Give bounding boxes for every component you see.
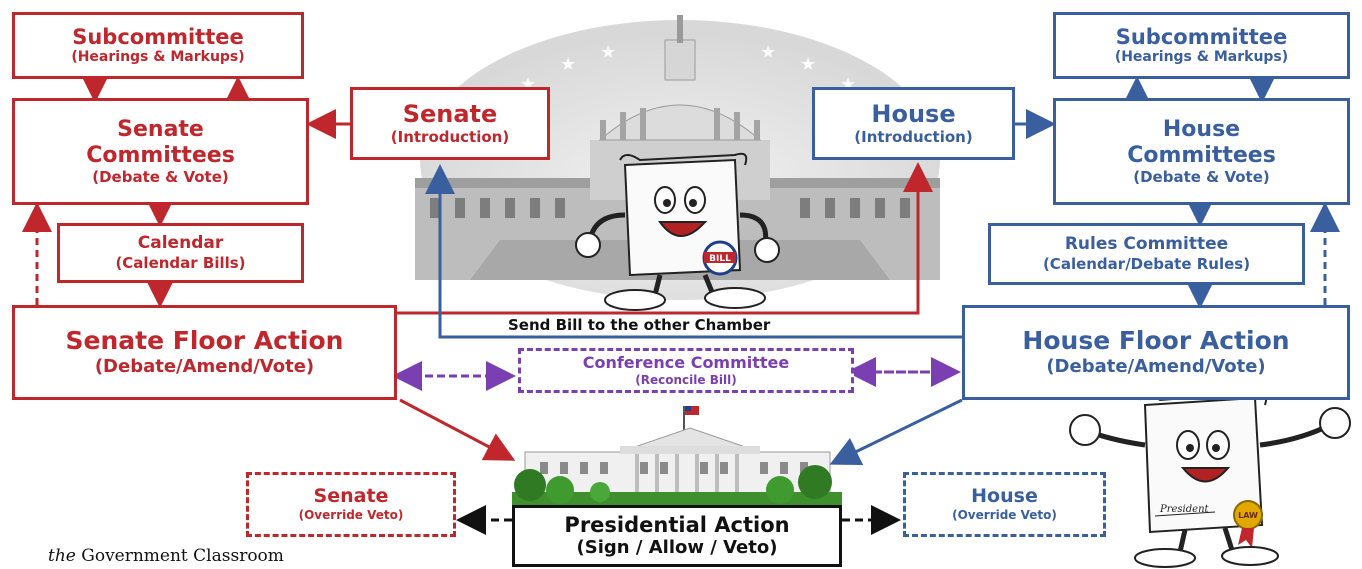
house-override-sub: (Override Veto): [952, 508, 1057, 523]
senate-committees-sub: (Debate & Vote): [92, 167, 229, 186]
senate-introduction-title: Senate: [402, 99, 498, 128]
house-floor-action-box: House Floor Action (Debate/Amend/Vote): [962, 305, 1350, 400]
house-committees-box: House Committees (Debate & Vote): [1053, 98, 1350, 205]
house-committees-line1: House: [1162, 117, 1241, 143]
logo-name: Government Classroom: [81, 546, 284, 566]
svg-text:★: ★: [560, 54, 576, 75]
senate-override-box: Senate (Override Veto): [246, 472, 456, 537]
house-introduction-title: House: [871, 99, 956, 128]
house-introduction-sub: (Introduction): [854, 128, 973, 147]
presidential-sub: (Sign / Allow / Veto): [576, 537, 778, 559]
bill-badge-text: BILL: [709, 254, 731, 264]
conference-title: Conference Committee: [582, 353, 790, 373]
house-introduction-box: House (Introduction): [812, 87, 1015, 160]
presidential-action-box: Presidential Action (Sign / Allow / Veto…: [512, 505, 842, 567]
senate-introduction-sub: (Introduction): [390, 128, 510, 147]
senate-calendar-sub: (Calendar Bills): [115, 253, 246, 272]
house-rules-committee-box: Rules Committee (Calendar/Debate Rules): [988, 223, 1305, 285]
white-house-illustration: [512, 406, 842, 508]
law-signature: President: [1159, 504, 1210, 515]
house-floor-sub: (Debate/Amend/Vote): [1046, 356, 1266, 378]
house-subcommittee-sub: (Hearings & Markups): [1114, 49, 1289, 66]
svg-text:★: ★: [600, 42, 616, 63]
conference-arrows: [392, 357, 961, 391]
house-floor-title: House Floor Action: [1022, 326, 1290, 356]
house-override-box: House (Override Veto): [903, 472, 1106, 537]
senate-committees-box: Senate Committees (Debate & Vote): [12, 98, 309, 205]
senate-committees-line2: Committees: [86, 142, 235, 168]
svg-text:★: ★: [800, 54, 816, 75]
house-override-title: House: [971, 485, 1038, 508]
senate-calendar-box: Calendar (Calendar Bills): [57, 223, 304, 283]
senate-subcommittee-sub: (Hearings & Markups): [71, 49, 245, 66]
house-committees-line2: Committees: [1127, 142, 1276, 168]
house-subcommittee-title: Subcommittee: [1115, 25, 1288, 50]
send-bill-caption: Send Bill to the other Chamber: [508, 316, 771, 334]
senate-committees-line1: Senate: [117, 117, 204, 143]
law-seal-text: LAW: [1238, 511, 1258, 520]
senate-arrows: [22, 73, 933, 461]
senate-introduction-box: Senate (Introduction): [350, 87, 550, 160]
presidential-title: Presidential Action: [564, 513, 790, 538]
house-committees-sub: (Debate & Vote): [1133, 167, 1270, 186]
senate-floor-sub: (Debate/Amend/Vote): [94, 356, 315, 378]
house-rules-title: Rules Committee: [1064, 234, 1229, 255]
government-classroom-logo: the Government Classroom: [48, 546, 284, 566]
senate-override-sub: (Override Veto): [298, 508, 404, 523]
house-arrows: [425, 73, 1340, 465]
house-subcommittee-box: Subcommittee (Hearings & Markups): [1053, 12, 1350, 79]
logo-the: the: [48, 546, 76, 566]
conference-sub: (Reconcile Bill): [635, 372, 737, 387]
senate-subcommittee-box: Subcommittee (Hearings & Markups): [12, 12, 304, 79]
house-rules-sub: (Calendar/Debate Rules): [1042, 254, 1251, 273]
conference-committee-box: Conference Committee (Reconcile Bill): [518, 348, 854, 393]
senate-calendar-title: Calendar: [137, 233, 224, 254]
senate-floor-title: Senate Floor Action: [65, 326, 344, 356]
bill-mascot: BILL: [575, 152, 780, 311]
law-mascot: President LAW: [1069, 390, 1351, 568]
senate-subcommittee-title: Subcommittee: [72, 25, 244, 50]
senate-override-title: Senate: [313, 485, 389, 508]
svg-text:★: ★: [760, 42, 776, 63]
senate-floor-action-box: Senate Floor Action (Debate/Amend/Vote): [12, 305, 397, 400]
